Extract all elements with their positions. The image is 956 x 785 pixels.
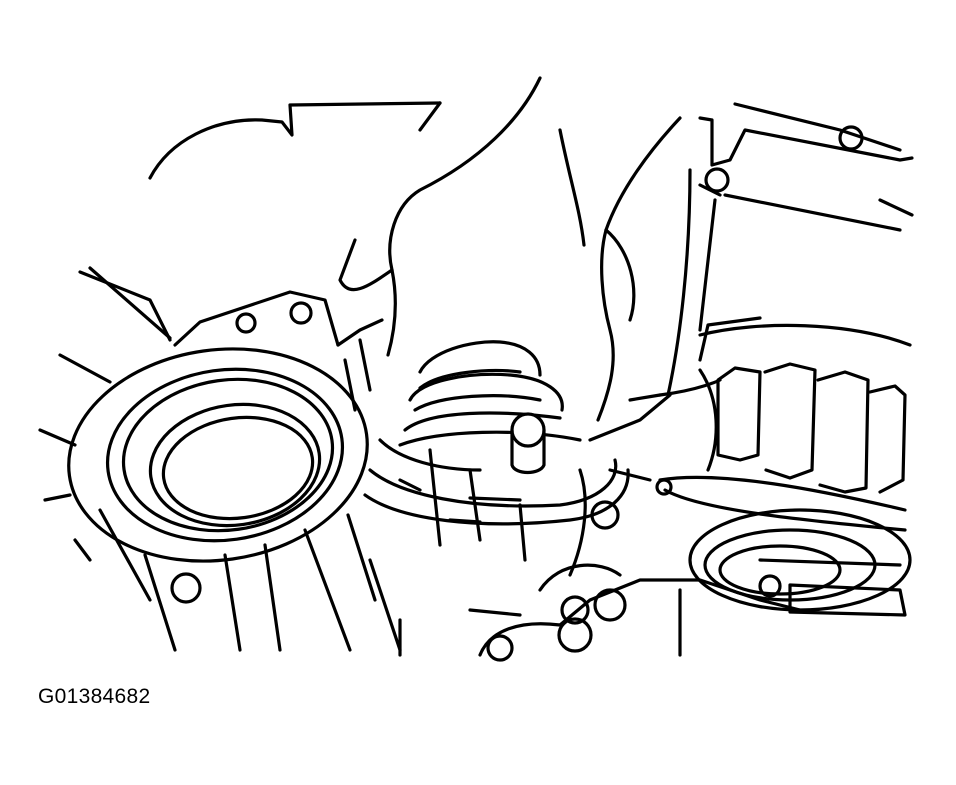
left-case-fins [38, 266, 402, 657]
center-drum-assembly [363, 340, 630, 577]
right-drive-gear [655, 316, 912, 617]
left-bearing-housing [67, 290, 369, 604]
hand-holding-part [338, 76, 682, 422]
upper-left-bracket [148, 101, 442, 180]
lower-center-bracket [468, 500, 802, 662]
transmission-case-line-drawing [38, 76, 914, 662]
case-outline-details [336, 318, 672, 482]
figure-id-label: G01384682 [38, 685, 151, 708]
upper-right-case-flange [666, 102, 914, 397]
